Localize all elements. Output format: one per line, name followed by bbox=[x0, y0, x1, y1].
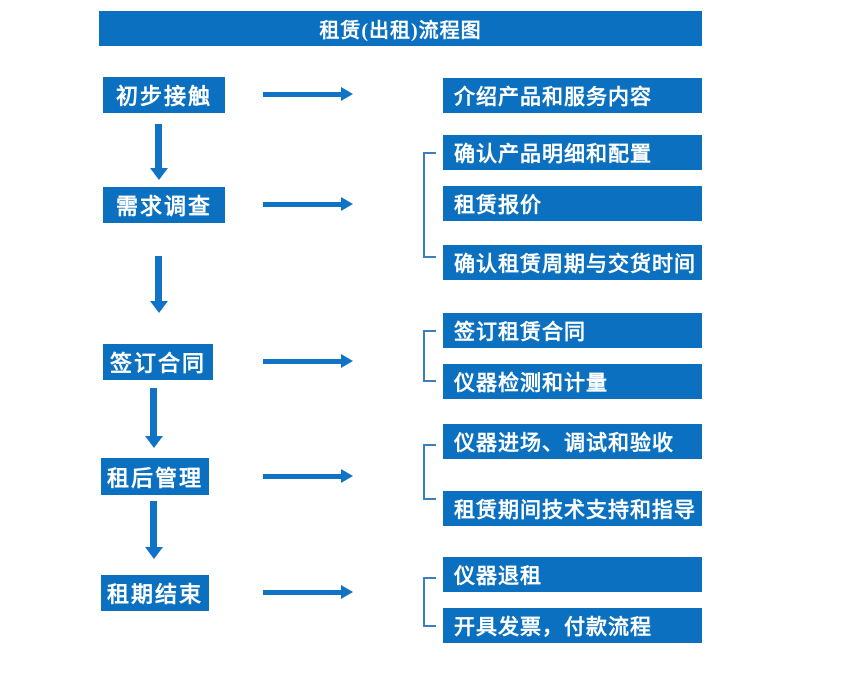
right-arrow-head bbox=[341, 354, 353, 368]
stage-box-post-rental-management: 租后管理 bbox=[101, 458, 209, 495]
right-arrow-shaft bbox=[263, 201, 341, 207]
right-arrow-4 bbox=[263, 469, 353, 483]
right-arrow-shaft bbox=[263, 91, 341, 97]
stage-box-initial-contact: 初步接触 bbox=[103, 77, 225, 113]
stage-box-demand-survey: 需求调查 bbox=[103, 187, 225, 223]
right-arrow-1 bbox=[263, 87, 353, 101]
group-bracket-demand-survey bbox=[423, 152, 436, 258]
stage-box-rental-end: 租期结束 bbox=[101, 575, 209, 611]
down-arrow-2 bbox=[149, 256, 168, 313]
right-arrow-5 bbox=[263, 585, 353, 599]
stage-box-sign-contract: 签订合同 bbox=[103, 344, 213, 380]
down-arrow-3 bbox=[144, 388, 163, 448]
detail-box-confirm-product-config: 确认产品明细和配置 bbox=[443, 135, 702, 170]
detail-box-confirm-period-delivery: 确认租赁周期与交货时间 bbox=[443, 245, 702, 280]
detail-box-instrument-setup-acceptance: 仪器进场、调试和验收 bbox=[443, 424, 702, 459]
right-arrow-shaft bbox=[263, 473, 341, 479]
down-arrow-shaft bbox=[155, 124, 162, 168]
detail-box-sign-rental-contract: 签订租赁合同 bbox=[443, 313, 702, 348]
down-arrow-4 bbox=[144, 501, 163, 559]
down-arrow-shaft bbox=[150, 501, 157, 547]
right-arrow-head bbox=[341, 87, 353, 101]
group-bracket-post-rental bbox=[423, 444, 436, 500]
detail-box-rental-quote: 租赁报价 bbox=[443, 186, 702, 221]
right-arrow-shaft bbox=[263, 589, 341, 595]
down-arrow-head bbox=[149, 168, 168, 180]
down-arrow-1 bbox=[149, 124, 168, 180]
group-bracket-rental-end bbox=[423, 577, 436, 627]
detail-box-tech-support: 租赁期间技术支持和指导 bbox=[443, 491, 702, 526]
down-arrow-head bbox=[144, 436, 163, 448]
right-arrow-head bbox=[341, 197, 353, 211]
group-bracket-sign-contract bbox=[423, 330, 436, 382]
right-arrow-head bbox=[341, 469, 353, 483]
right-arrow-head bbox=[341, 585, 353, 599]
right-arrow-2 bbox=[263, 197, 353, 211]
detail-box-instrument-return: 仪器退租 bbox=[443, 557, 702, 592]
down-arrow-head bbox=[144, 547, 163, 559]
detail-box-invoice-payment: 开具发票，付款流程 bbox=[443, 608, 702, 643]
right-arrow-3 bbox=[263, 354, 353, 368]
down-arrow-shaft bbox=[150, 388, 157, 436]
detail-box-instrument-testing: 仪器检测和计量 bbox=[443, 364, 702, 399]
page-title: 租赁(出租)流程图 bbox=[99, 11, 702, 46]
right-arrow-shaft bbox=[263, 358, 341, 364]
down-arrow-shaft bbox=[155, 256, 162, 301]
down-arrow-head bbox=[149, 301, 168, 313]
detail-box-intro-products-services: 介绍产品和服务内容 bbox=[443, 78, 702, 113]
